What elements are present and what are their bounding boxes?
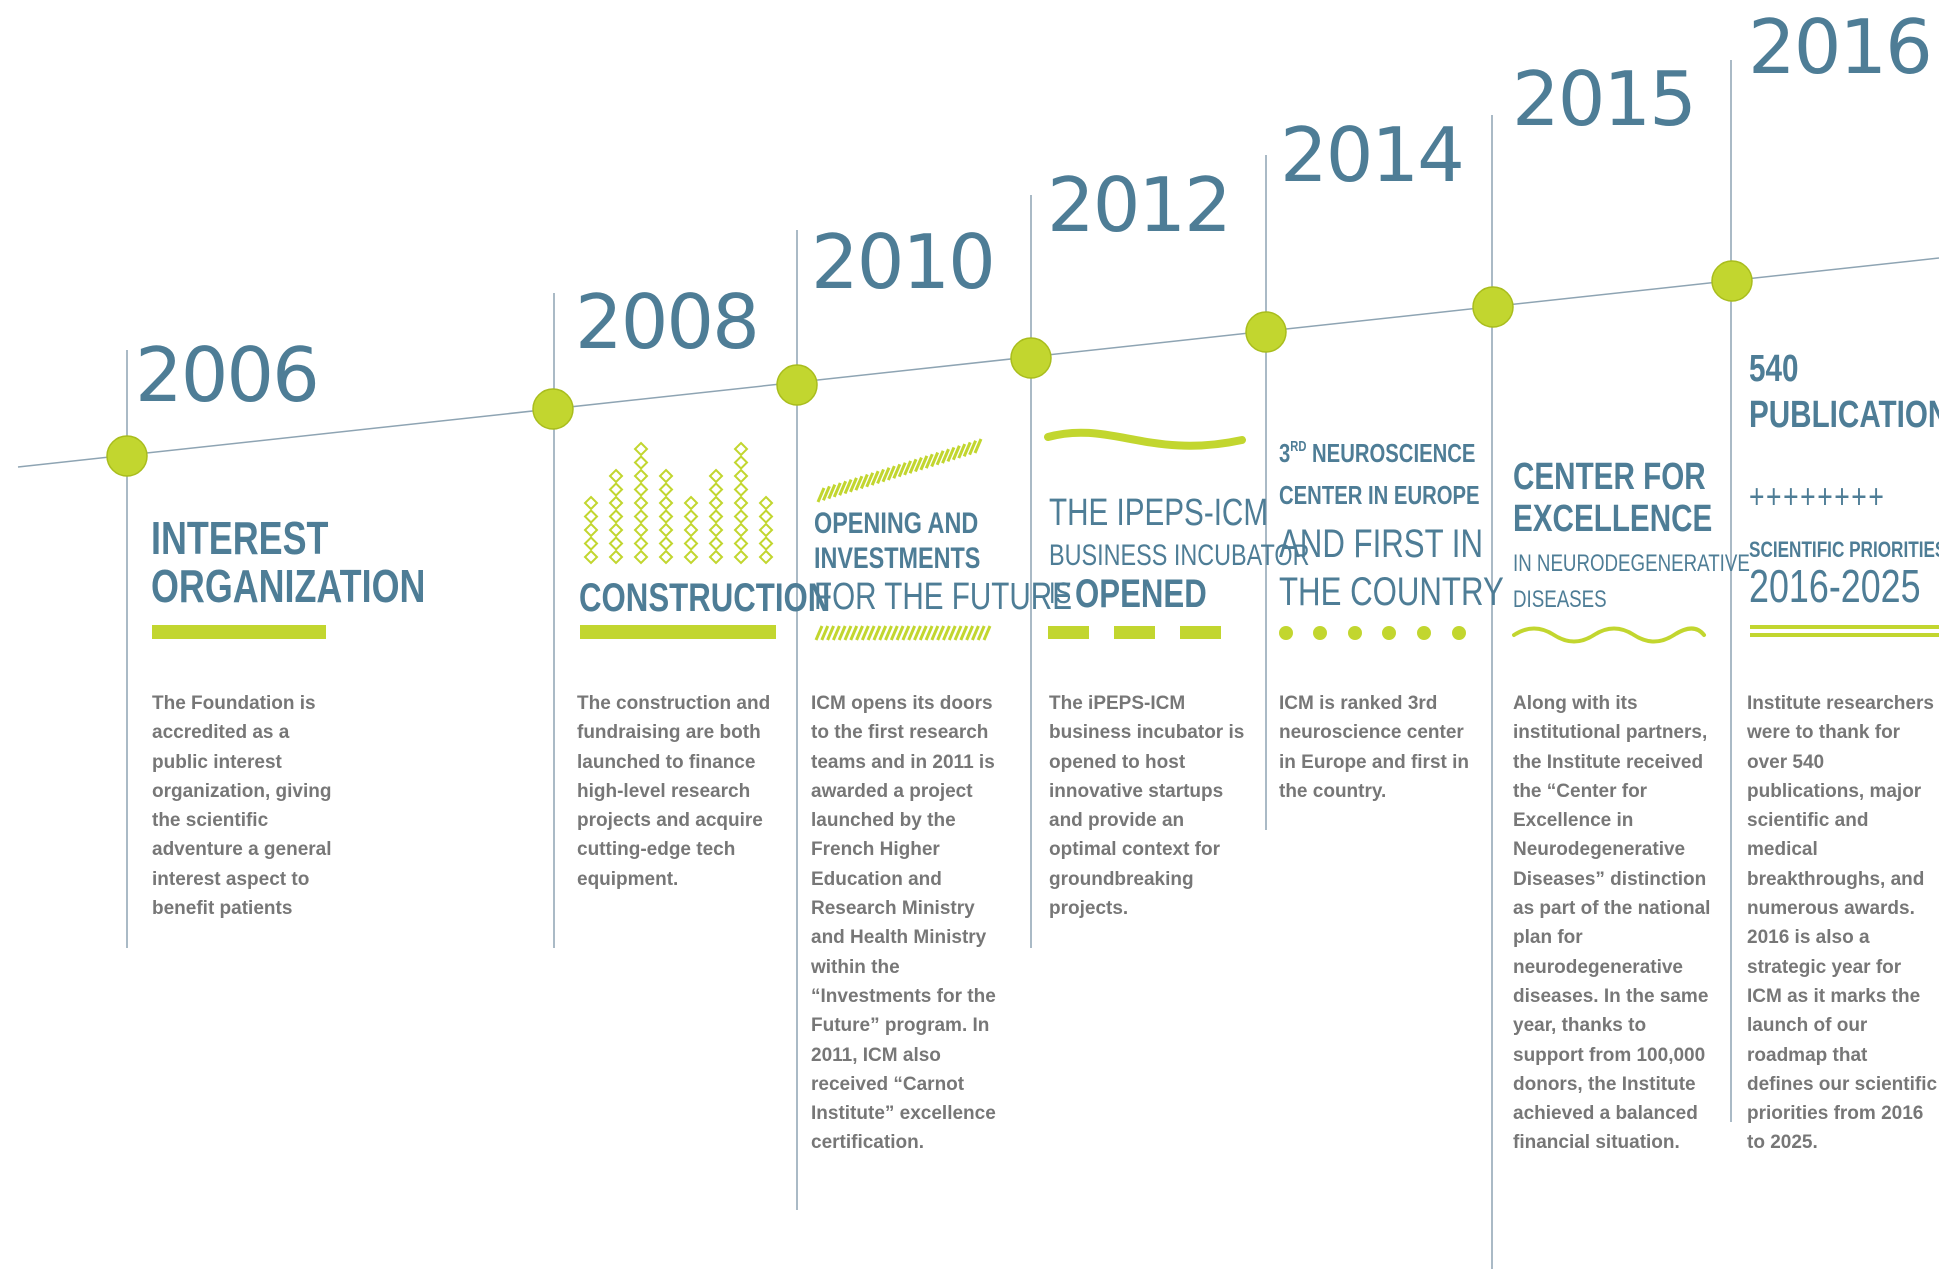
title-2015-line-4: DISEASES <box>1513 586 1607 613</box>
timeline-axis <box>17 257 1939 468</box>
node-2010 <box>776 364 818 406</box>
title-2014-line-1: 3RD NEUROSCIENCE <box>1279 438 1476 468</box>
title-2014-line-3: AND FIRST IN <box>1279 522 1483 566</box>
title-2016-line-2: PUBLICATIONS <box>1749 394 1939 436</box>
title-2016-line-1: 540 <box>1749 348 1799 390</box>
year-2006: 2006 <box>135 331 320 419</box>
year-2015: 2015 <box>1512 55 1697 143</box>
title-2006: INTEREST ORGANIZATION <box>151 514 425 611</box>
title-2010-line-2: INVESTMENTS <box>814 542 981 575</box>
year-2016: 2016 <box>1748 3 1933 91</box>
hatch-slanted-icon <box>816 438 983 503</box>
title-2012-line-3b: OPENED <box>1075 572 1207 616</box>
description-2006: The Foundation is accredited as a public… <box>152 693 332 920</box>
description-2012: The iPEPS-ICM business incubator is open… <box>1049 693 1245 920</box>
year-2008: 2008 <box>575 278 760 366</box>
title-2012-line-2: BUSINESS INCUBATOR <box>1049 539 1310 572</box>
title-2006-line-1: INTEREST <box>151 512 329 564</box>
title-2014-line-4: THE COUNTRY <box>1279 570 1504 614</box>
node-2012 <box>1010 337 1052 379</box>
description-2010: ICM opens its doors to the first researc… <box>811 693 996 1154</box>
title-2014-line-2: CENTER IN EUROPE <box>1279 480 1480 510</box>
dots-icon <box>1279 626 1466 640</box>
node-2016 <box>1711 260 1753 302</box>
node-2015 <box>1472 286 1514 328</box>
wave-icon <box>1044 428 1246 450</box>
title-2010-line-3: FOR THE FUTURE <box>814 576 1072 618</box>
description-2016: Institute researchers were to thank for … <box>1747 693 1938 1154</box>
description-2014: ICM is ranked 3rd neuroscience center in… <box>1279 693 1470 802</box>
squiggle-icon <box>1512 626 1706 644</box>
title-2016-plus-row: ++++++++ <box>1749 478 1886 516</box>
accent-bar-2006 <box>152 625 326 639</box>
year-2012: 2012 <box>1047 161 1232 249</box>
node-2008 <box>532 388 574 430</box>
accent-bar-2008 <box>580 625 776 639</box>
year-2014: 2014 <box>1280 111 1465 199</box>
title-2010-line-1: OPENING AND <box>814 507 979 540</box>
title-2012-line-1: THE IPEPS-ICM <box>1049 492 1269 534</box>
title-2014-ordinal: 3 <box>1279 438 1291 468</box>
description-2015: Along with its institutional partners, t… <box>1513 693 1711 1154</box>
double-line-icon <box>1750 625 1939 637</box>
title-2012-line-3a: IS <box>1049 577 1072 610</box>
title-2016-line-3: SCIENTIFIC PRIORITIES <box>1749 537 1939 562</box>
hatch-bar-icon <box>814 625 992 641</box>
year-2010: 2010 <box>811 218 996 306</box>
node-2014 <box>1245 311 1287 353</box>
title-2014-neuroscience: NEUROSCIENCE <box>1312 438 1476 468</box>
title-2006-line-2: ORGANIZATION <box>151 560 426 613</box>
title-2008: CONSTRUCTION <box>579 576 831 620</box>
node-2006 <box>106 435 148 477</box>
title-2015-line-2: EXCELLENCE <box>1513 498 1713 540</box>
dashes-icon <box>1048 626 1221 639</box>
timeline-nodes <box>106 260 1753 477</box>
title-2015-line-1: CENTER FOR <box>1513 456 1706 498</box>
diamond-columns-icon <box>583 441 774 565</box>
title-2015-line-3: IN NEURODEGENERATIVE <box>1513 550 1750 577</box>
title-2014-ordinal-suffix: RD <box>1290 439 1307 455</box>
title-2016-line-4: 2016-2025 <box>1749 560 1921 612</box>
description-2008: The construction and fundraising are bot… <box>577 693 771 890</box>
